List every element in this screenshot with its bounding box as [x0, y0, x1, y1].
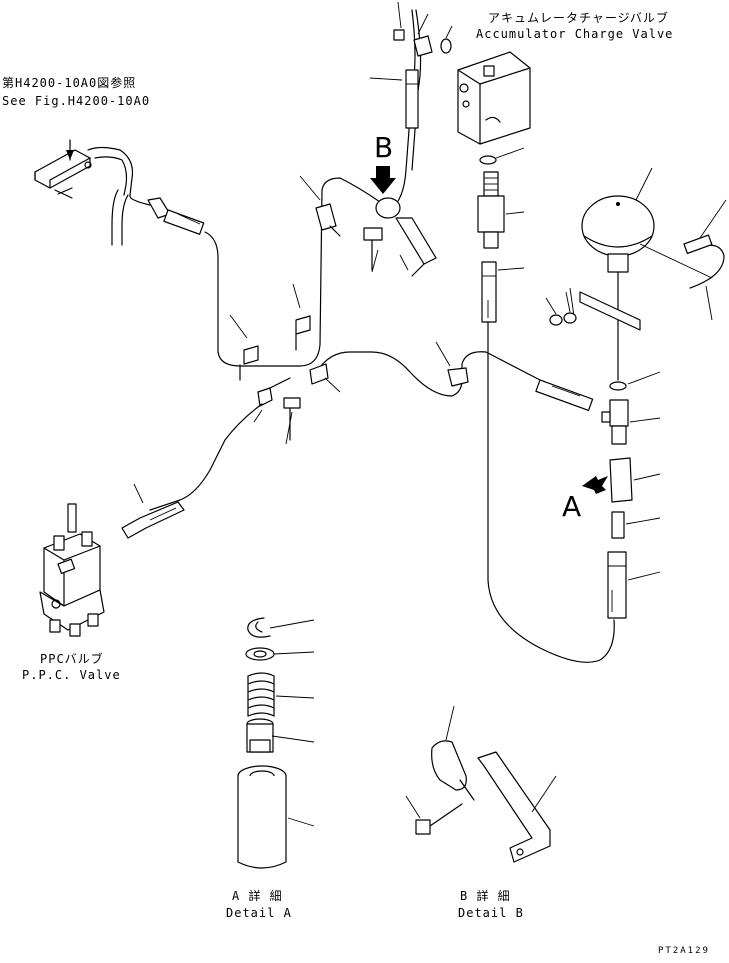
lower-hose [121, 377, 291, 539]
ppc-valve [39, 503, 105, 637]
upper-hose [87, 146, 381, 367]
center-fitting-stack [477, 171, 525, 323]
fig-ref-en-label: See Fig.H4200-10A0 [2, 94, 151, 108]
marker-a: A [562, 490, 582, 523]
detail-a-jp-label: A 詳 細 [232, 889, 283, 903]
clamps-upper [229, 175, 341, 381]
detail-a-parts [237, 617, 315, 869]
u-bolt [683, 199, 727, 321]
upper-fitting [147, 197, 205, 235]
marker-b: B [374, 131, 394, 164]
fig-ref-block [34, 139, 92, 199]
ppc-en-label: P.P.C. Valve [22, 668, 121, 682]
accumulator-charge-valve [457, 51, 531, 165]
clamp-bolt [283, 397, 301, 445]
right-hose-fitting [535, 379, 594, 412]
middle-hose [309, 341, 541, 397]
acc-valve-jp-label: アキュムレータチャージバルブ [488, 11, 669, 25]
arrow-b [370, 166, 396, 194]
right-long-hose [487, 321, 615, 663]
acc-valve-en-label: Accumulator Charge Valve [476, 27, 674, 41]
detail-b-parts [405, 705, 557, 863]
right-fitting-stack [582, 371, 661, 619]
detail-a-en-label: Detail A [226, 906, 292, 920]
fig-ref-jp-label: 第H4200-10A0図参照 [2, 76, 137, 90]
accumulator-sphere [545, 167, 713, 381]
detail-b-en-label: Detail B [458, 906, 524, 920]
drawing-code: PT2A129 [658, 946, 710, 956]
detail-b-jp-label: B 詳 細 [460, 889, 511, 903]
top-fittings [369, 1, 453, 129]
ppc-jp-label: PPCバルブ [40, 652, 104, 666]
